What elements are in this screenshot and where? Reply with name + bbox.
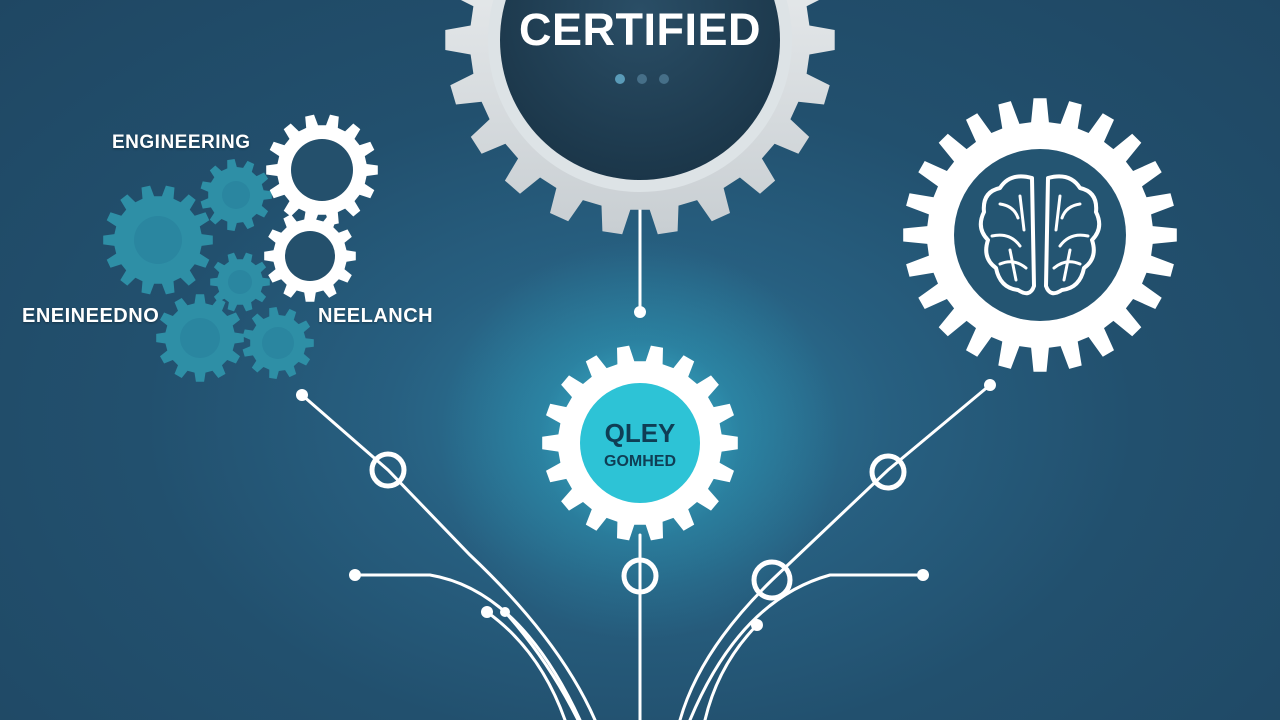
right-branch-2: [688, 573, 925, 720]
engineering-label: ENGINEERING: [112, 132, 251, 153]
badge-dots: [615, 74, 669, 84]
node: [296, 389, 308, 401]
node: [634, 306, 646, 318]
gear-icon: [266, 114, 378, 226]
connector-nodes: [296, 306, 996, 631]
right-branch-3: [703, 623, 759, 720]
left-branch: [300, 393, 597, 720]
node: [917, 569, 929, 581]
center-gear-subtitle: GOMHED: [604, 453, 676, 470]
gear-icon: [103, 185, 213, 295]
gear-icon: [156, 294, 244, 382]
brain-icon: [978, 174, 1102, 296]
center-gear-icon: [542, 345, 738, 541]
left-branch-4: [503, 610, 580, 720]
ring-node: [621, 557, 659, 595]
node: [984, 379, 996, 391]
center-gear-title: QLEY: [604, 418, 676, 448]
gear-icon: [200, 159, 272, 231]
engineedno-label: ENEINEEDNO: [22, 305, 160, 327]
node: [500, 607, 510, 617]
ring-node: [869, 453, 907, 491]
gears-layer: [103, 0, 1177, 541]
gear-icon: [264, 210, 356, 302]
certified-title: CERTIFIED: [518, 4, 761, 55]
node: [481, 606, 493, 618]
ring-node: [369, 451, 407, 489]
gear-icon: [210, 252, 270, 312]
node: [349, 569, 361, 581]
right-branch: [678, 383, 992, 720]
neelanch-label: NEELANCH: [318, 305, 434, 327]
gear-icon: [242, 307, 314, 379]
left-branch-3: [485, 610, 567, 720]
ring-node: [751, 559, 793, 601]
badge-dot: [637, 74, 647, 84]
node: [751, 619, 763, 631]
badge-gear-icon: [445, 0, 835, 235]
brain-gear-icon: [903, 98, 1177, 372]
badge-dot: [615, 74, 625, 84]
badge-dot: [659, 74, 669, 84]
ring-nodes: [369, 451, 907, 601]
